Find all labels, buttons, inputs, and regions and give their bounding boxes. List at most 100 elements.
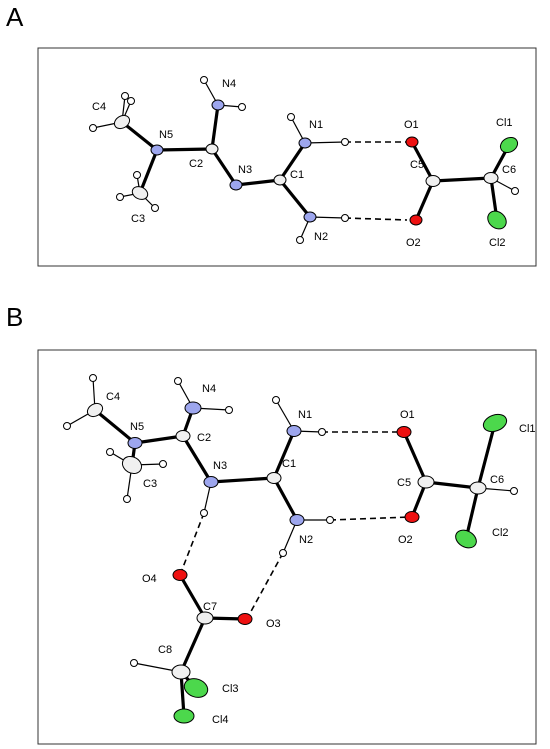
hydrogen-atom [127,97,135,105]
nitrogen-atom [229,179,243,191]
hydrogen-atom [116,193,124,201]
atom-label: Cl3 [222,683,239,695]
chlorine-atom [455,529,477,549]
atom-label: N3 [213,460,227,472]
hydrogen-atom [89,374,97,382]
hydrogen-atom [130,659,138,667]
atom-label: Cl2 [492,527,509,539]
atom-label: N2 [299,534,313,546]
carbon-atom [266,472,282,484]
carbon-atom [205,143,219,155]
bond [476,421,497,490]
atom-label: C8 [158,644,172,656]
atom-label: O1 [404,119,419,131]
hydrogen-atom [272,396,280,404]
hydrogen-atom [89,124,97,132]
atom-label: C1 [290,169,304,181]
atom-label: C6 [490,474,504,486]
nitrogen-atom [298,137,312,149]
hydrogen-atom [238,103,246,111]
atom-label: N3 [238,164,252,176]
atom-label: C4 [106,391,120,403]
bond [178,573,207,620]
bond [278,141,307,182]
bond [431,176,493,183]
bond [464,486,480,541]
hydrogen-atom [123,495,131,503]
atom-label: C7 [203,601,217,613]
bond [234,178,282,187]
atom-label: C1 [282,458,296,470]
chlorine-atom [183,678,209,698]
hydrogen-atom [341,138,349,146]
oxygen-atom [396,426,412,438]
atom-label: O2 [398,534,413,546]
hydrogen-atom [296,236,304,244]
h-bond [179,512,205,576]
carbon-atom [171,664,191,680]
atom-label: N2 [314,231,328,243]
hydrogen-atom [133,171,141,179]
carbon-atom [483,172,499,184]
panel-label-b: B [6,302,24,332]
atom-label: Cl2 [489,237,506,249]
hydrogen-atom [200,509,208,517]
oxygen-atom [404,511,420,523]
chlorine-atom [487,210,507,230]
atom-label: Cl4 [212,714,229,726]
hydrogen-atom [63,422,71,430]
hydrogen-atom [318,428,326,436]
carbon-atom [469,481,487,495]
panel-a-frame [37,47,537,267]
nitrogen-atom [127,437,143,449]
carbon-atom [131,186,149,200]
atom-label: N5 [159,129,173,141]
atom-label: C5 [410,159,424,171]
atom-label: C5 [397,477,411,489]
bond [138,148,159,195]
carbon-atom [86,402,104,418]
atom-label: O1 [400,409,415,421]
hydrogen-atom [174,377,182,385]
oxygen-atom [237,613,253,625]
oxygen-atom [409,214,423,226]
bond [272,476,299,522]
carbon-atom [196,611,214,625]
carbon-atom [417,475,435,489]
carbon-atom [113,114,131,130]
hydrogen-atom [151,204,159,212]
atom-label: C3 [131,213,145,225]
hydrogen-atom [279,549,287,557]
atom-label: N1 [298,409,312,421]
hydrogen-atom [121,92,129,100]
bond [155,147,214,152]
atom-label: O3 [266,618,281,630]
bond [278,178,312,219]
bond [181,434,213,484]
bond [209,476,276,484]
bond [424,480,480,490]
atom-label: N1 [309,119,323,131]
bond [210,103,220,151]
chlorine-atom [173,708,195,724]
panel-b-structure: C4 N4 N5 C2 N3 C3 N1 C1 N2 O1 C5 O2 C6 C… [63,374,536,726]
bond [93,408,137,445]
bond [272,429,296,480]
nitrogen-atom [303,211,317,223]
nitrogen-atom [150,144,164,156]
hydrogen-atom [159,460,167,468]
panel-a-structure: C4 N4 N5 C2 N3 C3 N1 C1 N2 O1 C5 O2 C6 C… [89,76,519,249]
hydrogen-atom [510,487,518,495]
bond [410,140,435,183]
carbon-atom [425,175,441,187]
hydrogen-atom [200,76,208,84]
bond [133,434,185,445]
oxygen-atom [172,569,188,581]
hydrogen-atom [326,516,334,524]
hydrogen-atom [341,214,349,222]
atom-label: C3 [143,478,157,490]
chlorine-atom [499,136,519,154]
atom-label: C6 [502,164,516,176]
bond [414,179,435,222]
